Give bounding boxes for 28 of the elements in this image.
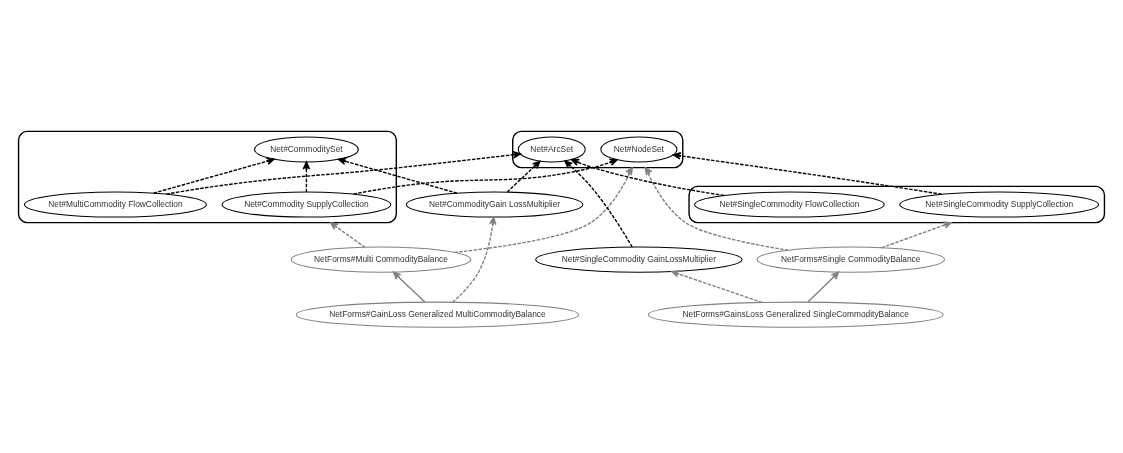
arrow <box>644 166 789 251</box>
arrow <box>807 271 840 303</box>
arrow <box>453 166 634 254</box>
node-ellipse: Net#MultiCommodity FlowCollection <box>23 191 207 218</box>
arrow <box>329 221 366 248</box>
node-ellipse: NetForms#GainsLoss Generalized SingleCommodityBalance <box>647 301 944 328</box>
arrow <box>392 271 426 303</box>
node-ellipse: Net#CommodityGain LossMultiplier <box>405 191 584 218</box>
arrow <box>671 270 763 304</box>
arrow <box>302 161 311 193</box>
node-ellipse: Net#SingleCommodity GainLossMultiplier <box>535 246 743 273</box>
node-ellipse: Net#Commodity SupplyCollection <box>221 191 392 218</box>
node-ellipse: Net#SingleCommodity SupplyCollection <box>899 191 1100 218</box>
node-ellipse: Net#ArcSet <box>517 136 586 163</box>
cluster <box>17 130 397 224</box>
arrow <box>672 152 943 195</box>
arrow <box>152 157 275 194</box>
node-ellipse: NetForms#Single CommodityBalance <box>756 246 945 273</box>
arrow <box>165 150 522 195</box>
cluster <box>688 185 1106 224</box>
arrow <box>506 160 541 193</box>
node-ellipse: NetForms#Multi CommodityBalance <box>290 246 472 273</box>
node-ellipse: Net#SingleCommodity FlowCollection <box>694 191 885 218</box>
arrow <box>337 157 458 194</box>
node-ellipse: NetForms#GainLoss Generalized MultiCommodityBalance <box>295 301 580 328</box>
arrow <box>881 221 952 249</box>
node-ellipse: Net#NodeSet <box>600 136 678 163</box>
arrow <box>451 216 497 303</box>
